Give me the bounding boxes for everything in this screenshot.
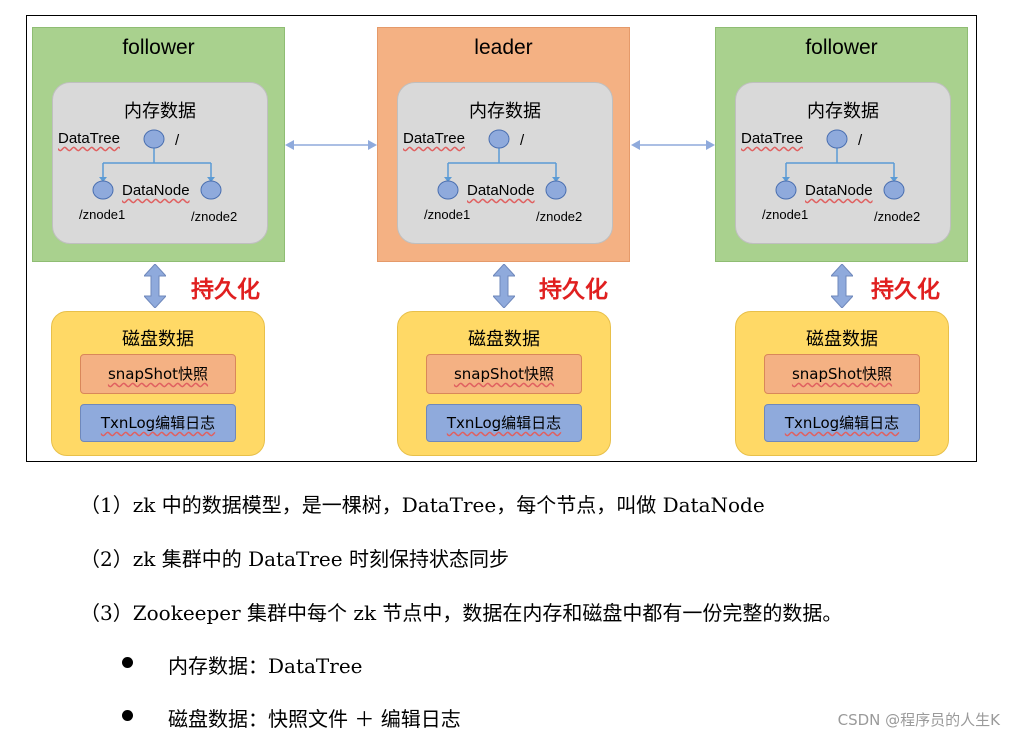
bullet-item: 内存数据：DataTree (168, 654, 363, 678)
disk-data-box: 磁盘数据 snapShot快照 TxnLog编辑日志 (51, 311, 265, 456)
data-tree-graphic (437, 129, 567, 200)
znode2-circle (545, 180, 567, 200)
persist-label: 持久化 (191, 277, 260, 303)
znode2-label: /znode2 (874, 209, 921, 224)
diagram-frame: follower 内存数据 DataTree / DataNode /znode… (26, 15, 977, 462)
datanode-label: DataNode (805, 182, 873, 199)
snapshot-label: snapShot快照 (107, 365, 209, 383)
sync-arrow-left (285, 140, 377, 150)
disk-data-title: 磁盘数据 (468, 329, 540, 350)
root-label: / (175, 132, 180, 149)
snapshot-box: snapShot快照 (80, 354, 236, 394)
disk-data-title: 磁盘数据 (806, 329, 878, 350)
bullet-dot (122, 657, 133, 668)
persist-label: 持久化 (539, 277, 608, 303)
znode1-circle (437, 180, 459, 200)
znode2-circle (200, 180, 222, 200)
bullet-dot (122, 710, 133, 721)
disk-data-box: 磁盘数据 snapShot快照 TxnLog编辑日志 (397, 311, 611, 456)
persist-arrow-left (144, 264, 166, 308)
memory-data-title: 内存数据 (807, 101, 879, 122)
snapshot-box: snapShot快照 (426, 354, 582, 394)
txnlog-box: TxnLog编辑日志 (426, 404, 582, 442)
root-label: / (858, 132, 863, 149)
explanation-line-3: （3）Zookeeper 集群中每个 zk 节点中，数据在内存和磁盘中都有一份完… (80, 601, 843, 625)
snapshot-label: snapShot快照 (791, 365, 893, 383)
memory-data-box: 内存数据 DataTree / DataNode /znode1 /znode2 (52, 82, 268, 244)
disk-data-title: 磁盘数据 (122, 329, 194, 350)
znode1-label: /znode1 (424, 207, 471, 222)
node-title: leader (474, 36, 533, 59)
root-label: / (520, 132, 525, 149)
node-title: follower (805, 36, 878, 59)
memory-data-box: 内存数据 DataTree / DataNode /znode1 /znode2 (397, 82, 613, 244)
persist-arrow-right (831, 264, 853, 308)
txnlog-label: TxnLog编辑日志 (784, 414, 900, 432)
root-node-circle (826, 129, 848, 149)
datatree-label: DataTree (58, 130, 120, 147)
snapshot-label: snapShot快照 (453, 365, 555, 383)
memory-data-title: 内存数据 (469, 101, 541, 122)
bullet-item: 磁盘数据：快照文件 ＋ 编辑日志 (168, 707, 461, 731)
znode2-label: /znode2 (191, 209, 238, 224)
znode2-label: /znode2 (536, 209, 583, 224)
txnlog-label: TxnLog编辑日志 (100, 414, 216, 432)
data-tree-graphic (775, 129, 905, 200)
sync-arrow-right (631, 140, 715, 150)
memory-data-box: 内存数据 DataTree / DataNode /znode1 /znode2 (735, 82, 951, 244)
znode1-label: /znode1 (762, 207, 809, 222)
watermark: CSDN @程序员的人生K (837, 711, 1000, 729)
znode2-circle (883, 180, 905, 200)
disk-data-box: 磁盘数据 snapShot快照 TxnLog编辑日志 (735, 311, 949, 456)
datanode-label: DataNode (467, 182, 535, 199)
txnlog-box: TxnLog编辑日志 (80, 404, 236, 442)
root-node-circle (488, 129, 510, 149)
txnlog-box: TxnLog编辑日志 (764, 404, 920, 442)
znode1-circle (92, 180, 114, 200)
datatree-label: DataTree (403, 130, 465, 147)
leader-node: leader 内存数据 DataTree / DataNode /znode1 … (377, 27, 630, 262)
txnlog-label: TxnLog编辑日志 (446, 414, 562, 432)
data-tree-graphic (92, 129, 222, 200)
znode1-label: /znode1 (79, 207, 126, 222)
snapshot-box: snapShot快照 (764, 354, 920, 394)
datanode-label: DataNode (122, 182, 190, 199)
persist-label: 持久化 (871, 277, 940, 303)
persist-arrow-middle (493, 264, 515, 308)
follower-node-right: follower 内存数据 DataTree / DataNode /znode… (715, 27, 968, 262)
explanation-line-2: （2）zk 集群中的 DataTree 时刻保持状态同步 (80, 547, 509, 571)
explanation-line-1: （1）zk 中的数据模型，是一棵树，DataTree，每个节点，叫做 DataN… (80, 493, 765, 517)
node-title: follower (122, 36, 195, 59)
root-node-circle (143, 129, 165, 149)
follower-node-left: follower 内存数据 DataTree / DataNode /znode… (32, 27, 285, 262)
znode1-circle (775, 180, 797, 200)
memory-data-title: 内存数据 (124, 101, 196, 122)
datatree-label: DataTree (741, 130, 803, 147)
